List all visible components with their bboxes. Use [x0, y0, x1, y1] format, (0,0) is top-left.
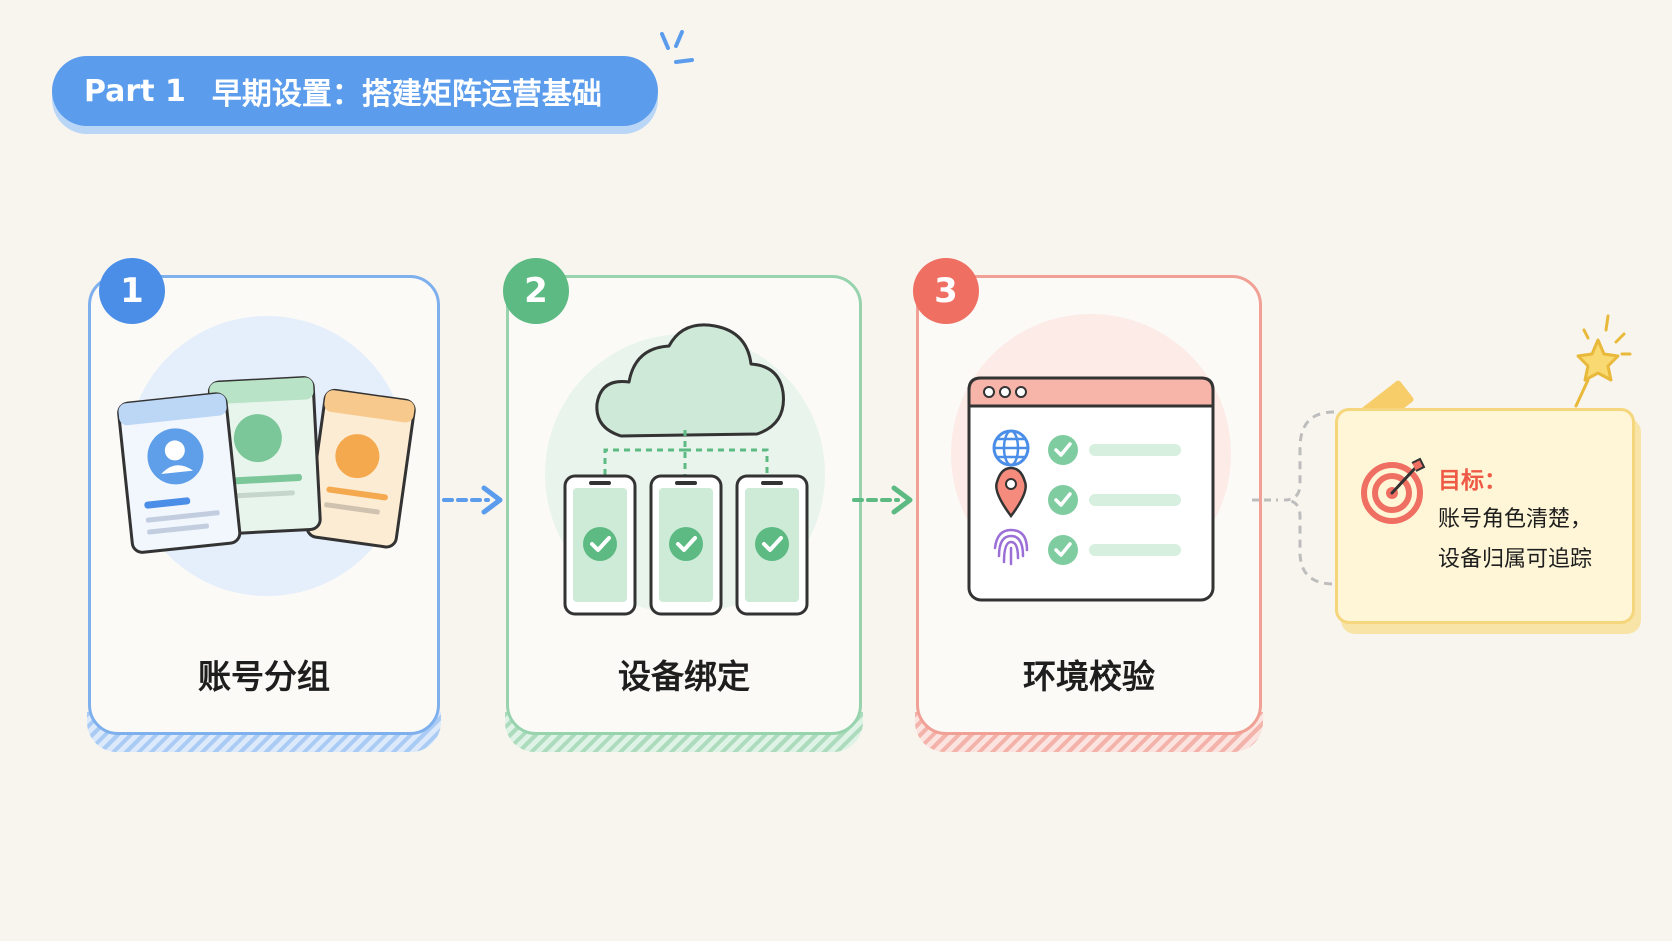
card-shadow [915, 712, 1263, 752]
goal-line: 账号角色清楚， [1438, 507, 1593, 532]
step-badge: 2 [503, 258, 569, 324]
title-text: 早期设置：搭建矩阵运营基础 [211, 77, 602, 112]
step-badge: 1 [99, 258, 165, 324]
star-sparkle-icon [1574, 314, 1632, 408]
goal-heading: 目标： [1438, 468, 1507, 494]
target-icon [1361, 457, 1426, 524]
cloud-devices-icon [545, 323, 825, 616]
step-badge: 3 [913, 258, 979, 324]
browser-checklist-icon [951, 314, 1231, 602]
step-card-1: 1 账号分组 [87, 258, 441, 752]
card-shadow [505, 712, 863, 752]
fingerprint-icon [993, 528, 1029, 566]
step-label: 环境校验 [1023, 657, 1155, 696]
step-card-3: 3 环境校验 [913, 258, 1263, 752]
goal-line: 设备归属可追踪 [1438, 547, 1593, 572]
id-cards-icon [117, 316, 416, 596]
page-title: Part 1 早期设置：搭建矩阵运营基础 [52, 56, 658, 126]
step-card-2: 2 设备绑定 [503, 258, 863, 752]
location-pin-icon [995, 466, 1027, 519]
bracket-connector [1252, 410, 1335, 586]
title-part: Part 1 [84, 73, 186, 109]
step-label: 账号分组 [198, 657, 330, 696]
arrow-right-icon [442, 485, 503, 515]
arrow-right-icon [852, 485, 913, 515]
card-shadow [87, 712, 441, 752]
goal-note: 目标： 账号角色清楚， 设备归属可追踪 [1335, 408, 1635, 624]
globe-icon [992, 429, 1030, 467]
sparkle-icon [660, 30, 694, 64]
step-label: 设备绑定 [618, 657, 750, 696]
